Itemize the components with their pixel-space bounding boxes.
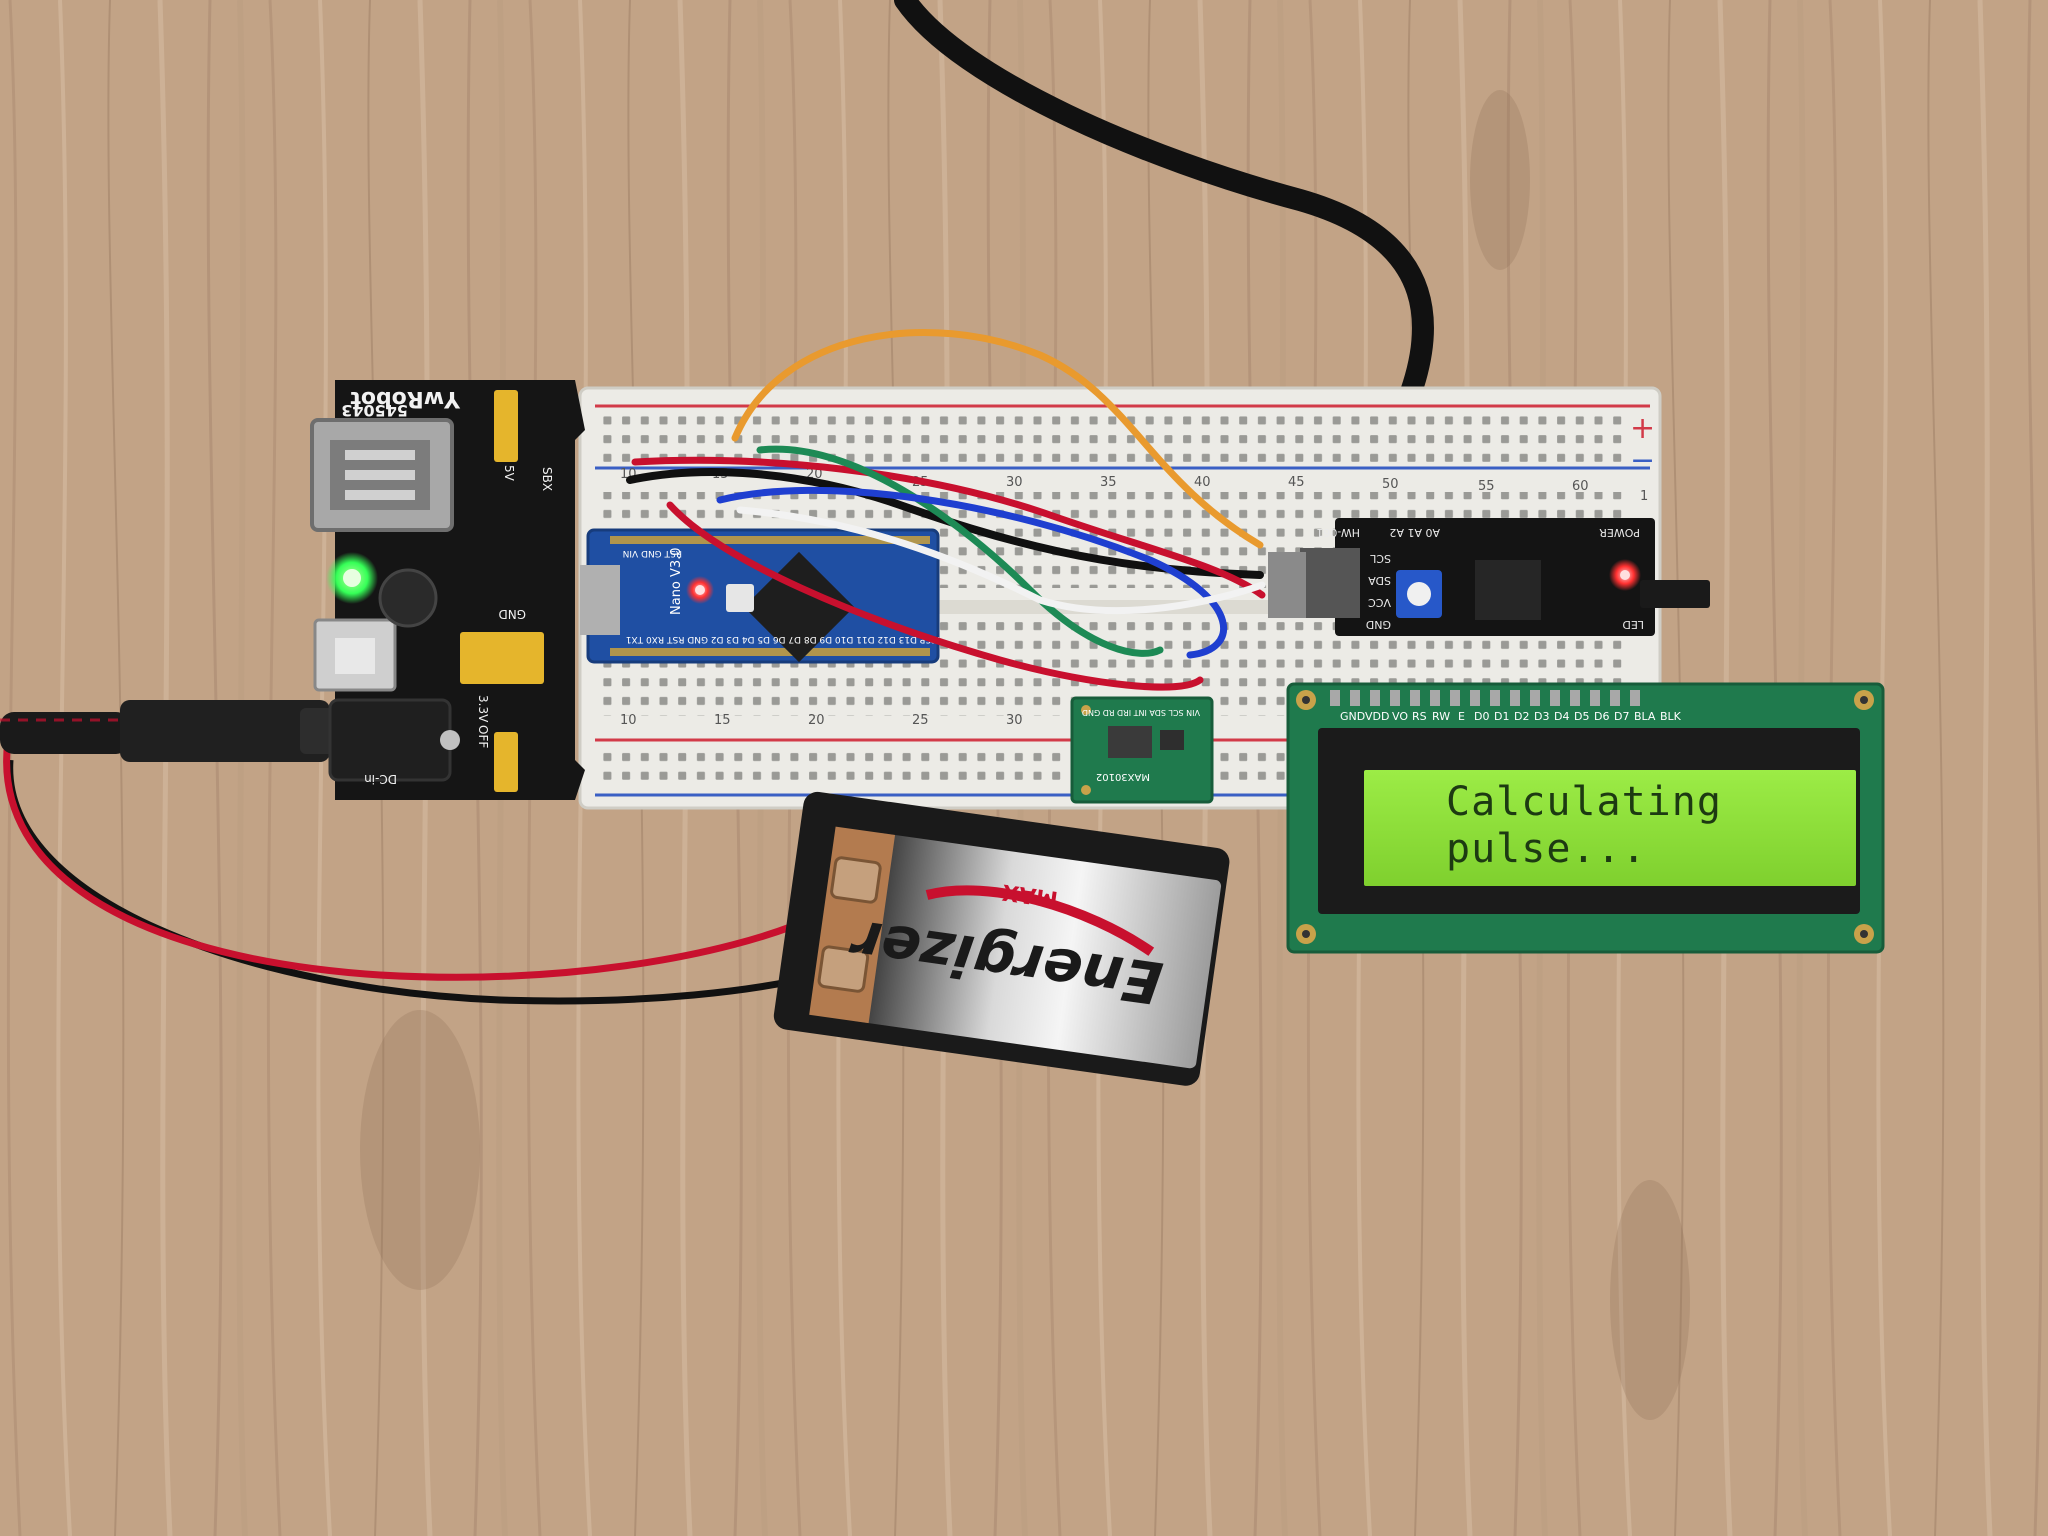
column-number: 30: [1006, 475, 1023, 490]
nine-volt-battery: Energizer MAX: [773, 791, 1230, 1086]
dc-cable-red-wire: [3, 739, 822, 981]
column-number: 1: [1640, 489, 1648, 504]
brand-label: YwRobot: [350, 386, 461, 411]
module-pin-label: 3.3V: [476, 695, 490, 723]
arduino-nano: Nano V3.0 RST GND VIN ICSP D13 D12 D11 D…: [580, 528, 940, 664]
column-number: 30: [1006, 713, 1023, 728]
backpack-address-label: A0 A1 A2: [1389, 526, 1440, 539]
column-number: 10: [620, 713, 637, 728]
nano-pin-labels-top: RST GND VIN: [623, 548, 682, 558]
backpack-model-label: HW-061: [1316, 526, 1360, 539]
lcd-pin-label: D6: [1594, 710, 1609, 723]
nano-header-pins: [610, 536, 930, 656]
column-number: 25: [912, 713, 929, 728]
wire-red-sensor: [666, 501, 1204, 691]
lcd-16x2-module: GND VDD VO RS RW E D0 D1 D2 D3 D4 D5 D6 …: [1286, 682, 1885, 954]
lcd-header-pins: [1330, 690, 1640, 706]
rail-minus-label: −: [1630, 443, 1655, 478]
lcd-screen: [1364, 770, 1856, 886]
sensor-model-label: MAX30102: [1096, 771, 1150, 782]
jumper-gnd-block[interactable]: [460, 632, 544, 684]
lcd-pin-label: D4: [1554, 710, 1569, 723]
module-pin-label: DC-in: [364, 772, 397, 786]
column-number: 50: [1382, 477, 1399, 492]
backpack-pin-label: POWER: [1599, 526, 1640, 539]
mini-usb-port: [580, 565, 620, 635]
power-supply-module: YwRobot 545043 5V 3.3V OFF GND SBX DC-in: [310, 380, 585, 800]
i2c-lcd-backpack: HW-061 A0 A1 A2 GND VCC SDA SCL LED POWE…: [1268, 518, 1710, 636]
column-number: 20: [808, 713, 825, 728]
lcd-pin-label: RW: [1432, 710, 1450, 723]
lcd-pin-label: D5: [1574, 710, 1589, 723]
dc-jack: [328, 698, 452, 782]
pcf8574-chip: [1475, 560, 1541, 620]
wire-black: [626, 468, 1264, 579]
jumper-5v-top[interactable]: [494, 390, 518, 462]
nano-pin-labels-bottom: ICSP D13 D12 D11 D10 D9 D8 D7 D6 D5 D4 D…: [626, 634, 940, 644]
dc-plug-body: [120, 700, 330, 762]
lcd-pin-label: D7: [1614, 710, 1629, 723]
lcd-pin-labels: GND VDD VO RS RW E D0 D1 D2 D3 D4 D5 D6 …: [1340, 710, 1682, 723]
lcd-pin-label: BLA: [1634, 710, 1656, 723]
module-pin-label: SBX: [540, 467, 554, 491]
column-number: 35: [1100, 475, 1117, 490]
module-pin-label: OFF: [476, 725, 490, 748]
column-number: 40: [1194, 475, 1211, 490]
lcd-line-1: Calculating: [1446, 779, 1722, 825]
dc-cable-jacket: [0, 712, 130, 754]
lcd-line-2: pulse...: [1446, 826, 1647, 872]
column-number: 45: [1288, 475, 1305, 490]
rail-plus-label: +: [1630, 411, 1655, 446]
lcd-pin-label: GND: [1340, 710, 1365, 723]
lcd-pin-label: VDD: [1365, 710, 1389, 723]
column-number: 60: [1572, 479, 1589, 494]
wire-white: [736, 506, 1266, 615]
dc-cable-black-wire: [6, 759, 821, 1005]
i2c-header: [1300, 548, 1360, 618]
backpack-pin-label: GND: [1366, 618, 1391, 631]
backpack-pin-label: LED: [1622, 618, 1644, 631]
wire-green: [756, 445, 1164, 657]
module-pin-label: GND: [498, 607, 526, 621]
column-number: 55: [1478, 479, 1495, 494]
max30102-sensor: MAX30102 VIN SCL SDA INT IRD RD GND: [1070, 696, 1214, 804]
wire-orange: [731, 329, 1264, 549]
lcd-pin-label: D0: [1474, 710, 1489, 723]
led-jumper[interactable]: [1640, 580, 1710, 608]
lcd-pin-label: D2: [1514, 710, 1529, 723]
nano-board-label: Nano V3.0: [669, 547, 684, 615]
lcd-pin-label: VO: [1392, 710, 1408, 723]
backpack-pin-label: SDA: [1368, 574, 1391, 587]
reset-button[interactable]: [726, 584, 754, 612]
wire-red: [631, 456, 1266, 599]
lcd-pin-label: RS: [1412, 710, 1427, 723]
column-number: 15: [714, 713, 731, 728]
model-label: 545043: [341, 401, 408, 420]
lcd-pin-label: BLK: [1660, 710, 1682, 723]
mcu-chip: [743, 551, 855, 663]
lcd-pin-label: E: [1458, 710, 1465, 723]
lcd-pin-label: D1: [1494, 710, 1509, 723]
sensor-chip: [1108, 726, 1152, 758]
jumper-3v3-bottom[interactable]: [494, 732, 518, 792]
backpack-pin-label: SCL: [1369, 552, 1391, 565]
capacitor: [378, 568, 438, 628]
wire-blue: [716, 486, 1227, 659]
backpack-pin-label: VCC: [1368, 596, 1391, 609]
wood-knots: [360, 90, 1690, 1420]
sensor-pin-labels: VIN SCL SDA INT IRD RD GND: [1082, 708, 1200, 717]
lcd-pin-label: D3: [1534, 710, 1549, 723]
module-pin-label: 5V: [502, 465, 516, 482]
jumper-wires: [626, 329, 1266, 691]
column-numbers-bottom: 10 15 20 25 30: [620, 713, 1023, 728]
